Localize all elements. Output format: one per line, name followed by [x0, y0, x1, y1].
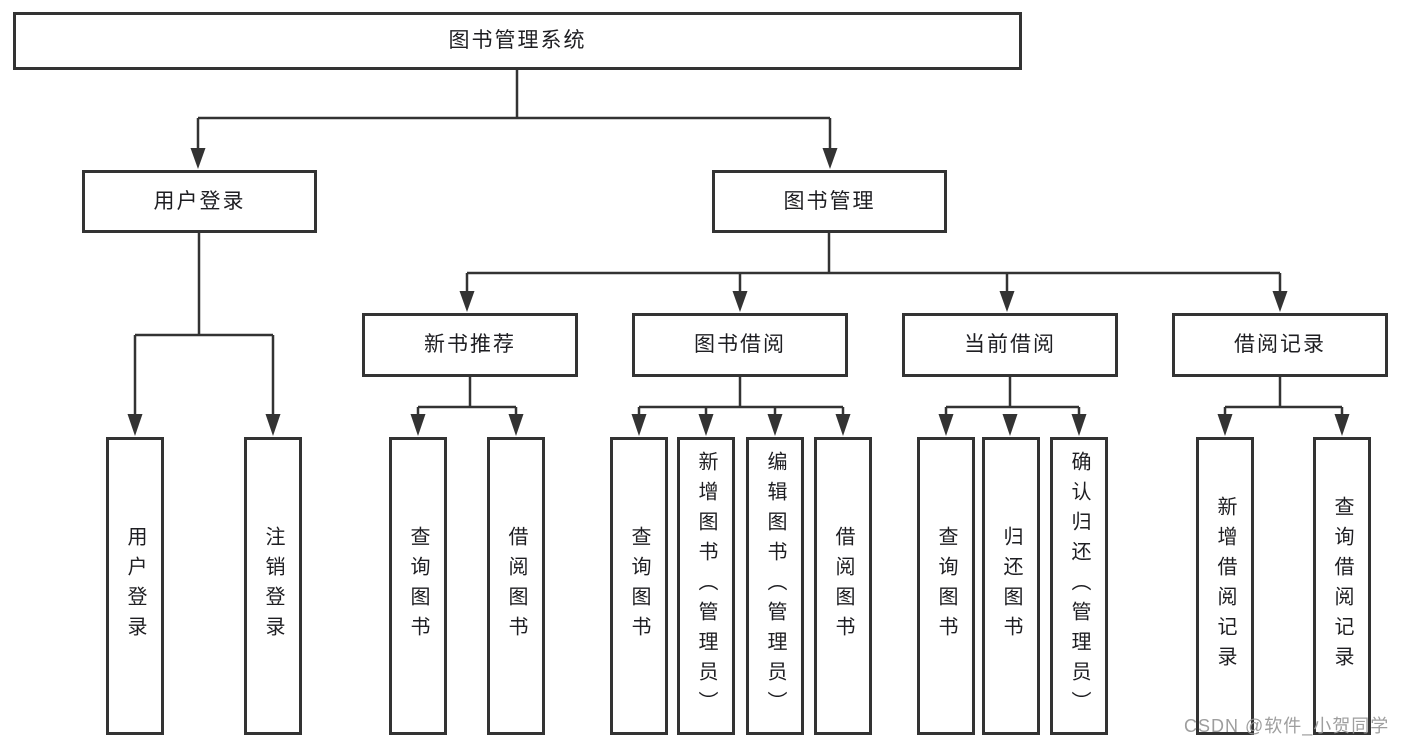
node-user-login: 用户登录 [82, 170, 317, 233]
node-current-borrow: 当前借阅 [902, 313, 1118, 377]
leaf-query-books-current: 查询图书 [917, 437, 975, 735]
node-root-library-system: 图书管理系统 [13, 12, 1022, 70]
leaf-add-borrow-record: 新增借阅记录 [1196, 437, 1254, 735]
node-borrow-records: 借阅记录 [1172, 313, 1388, 377]
leaf-label: 借阅图书 [832, 526, 854, 646]
leaf-edit-books-admin: 编辑图书（管理员） [746, 437, 804, 735]
leaf-label: 确认归还（管理员） [1068, 451, 1090, 721]
leaf-label: 新增借阅记录 [1214, 496, 1236, 676]
leaf-add-books-admin: 新增图书（管理员） [677, 437, 735, 735]
leaf-return-books: 归还图书 [982, 437, 1040, 735]
csdn-watermark: CSDN @软件_小贺同学 [1184, 716, 1390, 736]
leaf-label: 借阅图书 [505, 526, 527, 646]
leaf-label: 新增图书（管理员） [695, 451, 717, 721]
leaf-label: 用户登录 [124, 526, 146, 646]
leaf-label: 查询借阅记录 [1331, 496, 1353, 676]
leaf-label: 查询图书 [407, 526, 429, 646]
leaf-borrow-books-recommend: 借阅图书 [487, 437, 545, 735]
arrowhead-icons [127, 148, 1350, 436]
leaf-borrow-books: 借阅图书 [814, 437, 872, 735]
leaf-query-borrow-record: 查询借阅记录 [1313, 437, 1371, 735]
leaf-label: 归还图书 [1000, 526, 1022, 646]
node-book-borrow: 图书借阅 [632, 313, 848, 377]
node-book-management: 图书管理 [712, 170, 947, 233]
leaf-query-books-recommend: 查询图书 [389, 437, 447, 735]
leaf-label: 注销登录 [262, 526, 284, 646]
connector-paths [133, 70, 1344, 416]
node-new-book-recommend: 新书推荐 [362, 313, 578, 377]
leaf-logout: 注销登录 [244, 437, 302, 735]
leaf-query-books-borrow: 查询图书 [610, 437, 668, 735]
leaf-label: 查询图书 [628, 526, 650, 646]
leaf-label: 查询图书 [935, 526, 957, 646]
leaf-user-login: 用户登录 [106, 437, 164, 735]
leaf-confirm-return-admin: 确认归还（管理员） [1050, 437, 1108, 735]
leaf-label: 编辑图书（管理员） [764, 451, 786, 721]
